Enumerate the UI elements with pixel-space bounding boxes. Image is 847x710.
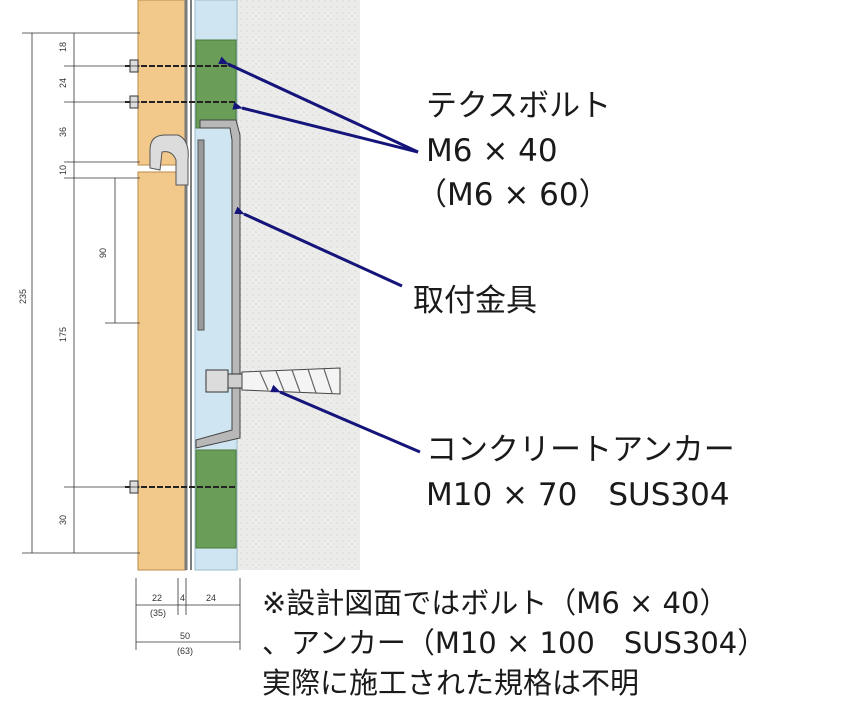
dim-63: (63) — [177, 646, 193, 656]
joint-clip — [149, 134, 189, 186]
furring-block-top — [195, 39, 237, 129]
dim-235: 235 — [18, 289, 28, 304]
arrow-anchor — [270, 384, 421, 454]
note-line-3: 実際に施工された規格は不明 — [262, 666, 640, 700]
arrow-tek-bolt-1 — [218, 56, 419, 154]
dim-22: 22 — [152, 593, 162, 603]
furring-block-bottom — [195, 449, 237, 549]
dim-90: 90 — [98, 248, 108, 258]
concrete-wall — [236, 0, 360, 570]
note-line-2: 、アンカー（M10 × 100 SUS304） — [262, 626, 767, 660]
callout-tek-bolt-name: テクスボルト — [426, 88, 612, 124]
callout-tek-bolt-size: M6 × 40 — [426, 133, 558, 169]
arrow-tek-bolt-2 — [232, 101, 419, 154]
dimension-lines — [22, 32, 241, 650]
dim-10: 10 — [58, 165, 68, 175]
mounting-bracket — [195, 119, 241, 449]
dim-4: 4 — [180, 593, 185, 603]
dim-175: 175 — [58, 327, 68, 342]
dim-50: 50 — [180, 631, 190, 641]
arrow-bracket — [234, 206, 403, 288]
dim-24: 24 — [58, 78, 68, 88]
callout-anchor-size: M10 × 70 SUS304 — [426, 477, 730, 513]
dim-18: 18 — [58, 42, 68, 52]
dim-36: 36 — [58, 127, 68, 137]
dim-35: (35) — [150, 608, 166, 618]
callout-bracket: 取付金具 — [413, 283, 537, 319]
callout-tek-bolt-alt: （M6 × 60） — [416, 177, 610, 213]
concrete-anchor — [205, 367, 341, 395]
siding-panel-lower — [137, 171, 187, 571]
note-line-1: ※設計図面ではボルト（M6 × 40） — [262, 586, 729, 620]
dim-30: 30 — [58, 515, 68, 525]
dim-24-h: 24 — [206, 593, 216, 603]
callout-anchor-name: コンクリートアンカー — [426, 432, 735, 468]
